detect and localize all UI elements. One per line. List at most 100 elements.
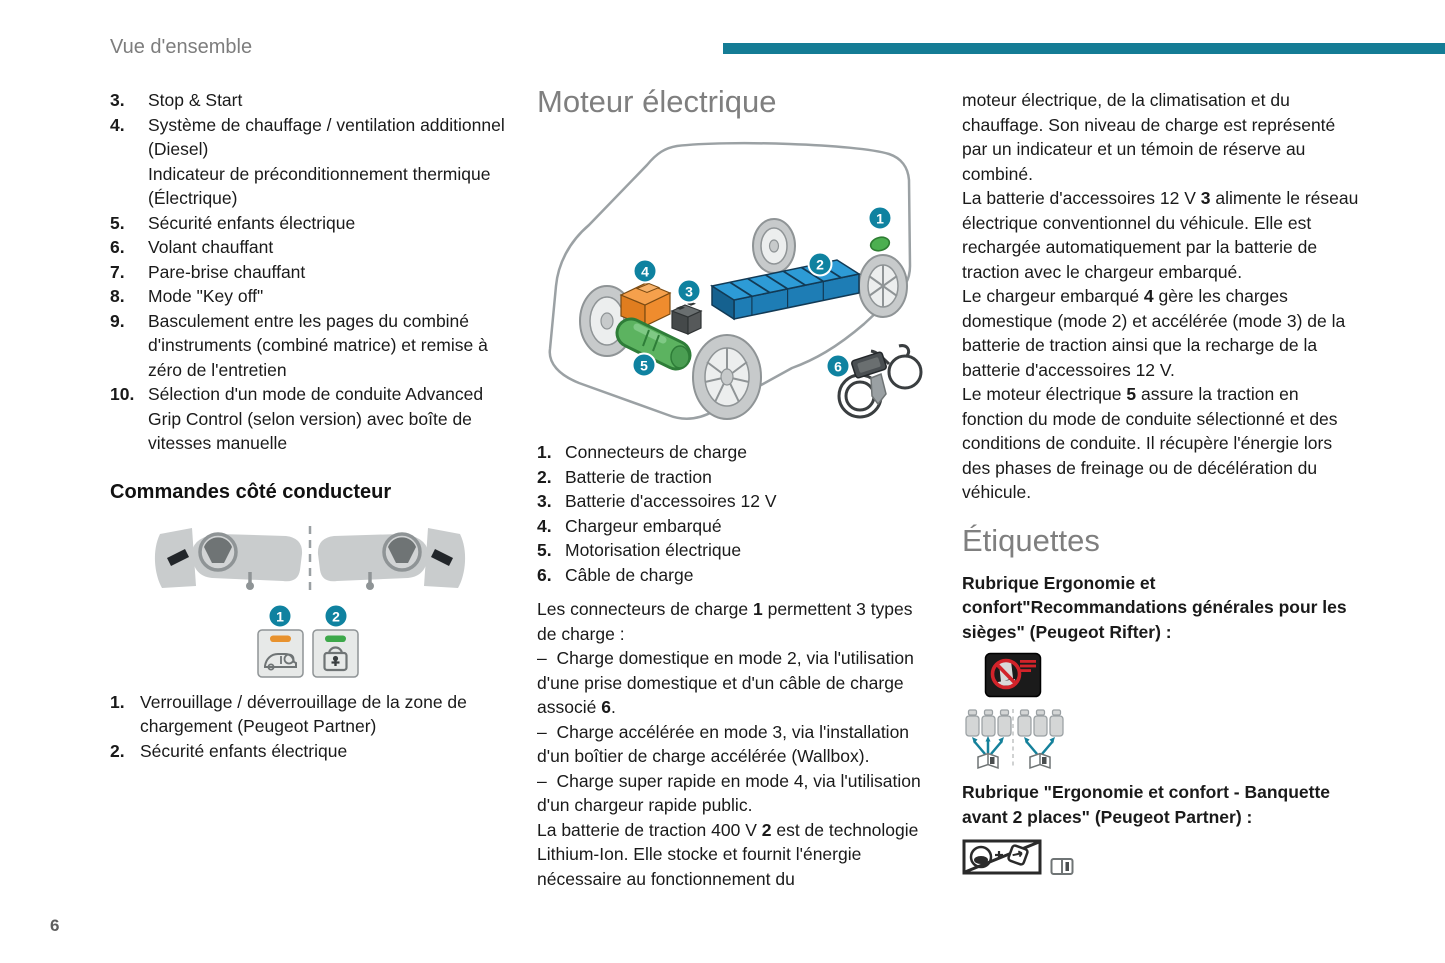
text-run: permettent 3 types de charge : xyxy=(537,599,913,644)
list-number: 4. xyxy=(110,114,125,135)
list-item: 6.Câble de charge xyxy=(537,563,935,588)
list-item: 9. Basculement entre les pages du combiné… xyxy=(110,309,512,383)
text-run: assure la traction en fonction du mode d… xyxy=(962,384,1338,502)
text-run: Les connecteurs de charge xyxy=(537,599,753,619)
list-number: 9. xyxy=(110,310,125,331)
svg-text:3: 3 xyxy=(685,284,693,300)
bench-seat-warning-label-icon xyxy=(962,839,1042,875)
bold-reference: 1 xyxy=(752,599,763,619)
list-number: 2. xyxy=(537,466,552,487)
list-item: 8. Mode "Key off" xyxy=(110,284,512,309)
list-item: 1. Connecteurs de charge xyxy=(537,440,935,465)
right-column: moteur électrique, de la climatisation e… xyxy=(962,88,1364,877)
diagram-badge-4: 4 xyxy=(632,258,658,284)
section-title: Étiquettes xyxy=(962,522,1100,558)
list-item: 1.Verrouillage / déverrouillage de la zo… xyxy=(110,690,512,739)
text-run: alimente le réseau électrique convention… xyxy=(962,188,1359,282)
handbook-icon xyxy=(1029,752,1051,770)
controls-badge-2: 2 xyxy=(323,603,349,628)
list-text: Sélection d'un mode de conduite Advanced… xyxy=(148,384,484,453)
list-text: Volant chauffant xyxy=(148,237,274,257)
paragraph: Les connecteurs de charge 1 permettent 3… xyxy=(537,597,935,646)
list-number: 6. xyxy=(110,237,125,257)
charge-cable-shape xyxy=(837,344,923,419)
svg-text:5: 5 xyxy=(640,358,648,374)
seat-icon xyxy=(1017,709,1064,737)
list-text: Pare-brise chauffant xyxy=(148,261,306,282)
list-text-line: Système de chauffage / ventilation addit… xyxy=(148,114,505,160)
controls-badge-1: 1 xyxy=(267,603,293,628)
list-number: 3. xyxy=(110,90,125,110)
list-item: 3.Batterie d'accessoires 12 V xyxy=(537,489,935,514)
list-text: Connecteurs de charge xyxy=(565,442,747,462)
bold-reference: 4 xyxy=(1143,286,1154,306)
overview-list: 3. Stop & Start 4. Système de chauffage / … xyxy=(110,88,512,456)
diagram-badge-6: 6 xyxy=(825,353,851,379)
svg-text:4: 4 xyxy=(641,264,649,280)
list-number: 10. xyxy=(110,384,135,404)
text-run: Le moteur électrique xyxy=(962,384,1127,404)
list-item: 2.Batterie de traction xyxy=(537,465,935,490)
list-item: 3. Stop & Start xyxy=(110,88,512,113)
accessory-battery-shape xyxy=(670,302,703,335)
electric-motor-shape xyxy=(615,317,692,371)
text-run: La batterie d'accessoires 12 V xyxy=(962,188,1201,208)
right-dashboard xyxy=(317,527,466,590)
header-accent-bar xyxy=(723,43,1445,54)
handbook-icon xyxy=(1050,858,1074,875)
label-caption: Rubrique "Ergonomie et confort - Banquet… xyxy=(962,782,1331,827)
list-number: 2. xyxy=(110,740,125,761)
text-run: – Charge accélérée en mode 3, via l'inst… xyxy=(537,721,910,767)
list-text: Sécurité enfants électrique xyxy=(140,740,348,761)
list-text: Câble de charge xyxy=(565,564,694,585)
list-text: Basculement entre les pages du combiné d… xyxy=(148,310,488,380)
parts-list: 1. Connecteurs de charge 2.Batterie de tr… xyxy=(537,440,935,587)
text-run: est de technologie Lithium-Ion. Elle sto… xyxy=(537,819,919,889)
child-lock-button-icon xyxy=(312,628,359,678)
bench-seat-label-row xyxy=(962,837,1364,877)
list-number: 1. xyxy=(537,442,552,462)
diagram-badge-3: 3 xyxy=(676,278,702,304)
wheel-icon xyxy=(752,218,796,274)
list-number: 7. xyxy=(110,261,125,282)
list-number: 5. xyxy=(110,212,125,233)
paragraph: – Charge super rapide en mode 4, via l'u… xyxy=(537,769,935,818)
text-run: – Charge domestique en mode 2, via l'uti… xyxy=(537,648,914,717)
list-item: 5.Sécurité enfants électrique xyxy=(110,211,512,236)
electric-motor-diagram: 1 2 3 4 5 6 xyxy=(548,141,923,420)
seats-handbook-diagram xyxy=(965,709,1064,770)
left-column: 3. Stop & Start 4. Système de chauffage / … xyxy=(110,88,512,763)
svg-text:2: 2 xyxy=(332,608,340,624)
body-text: moteur électrique, de la climatisation e… xyxy=(962,88,1364,505)
wheel-icon xyxy=(858,254,908,318)
text-run: . xyxy=(610,697,616,717)
text-run: Le chargeur embarqué xyxy=(962,286,1144,306)
section-heading: Commandes côté conducteur xyxy=(110,480,392,503)
paragraph: La batterie de traction 400 V 2 est de t… xyxy=(537,818,935,892)
paragraph: moteur électrique, de la climatisation e… xyxy=(962,88,1364,186)
bold-reference: 6 xyxy=(601,697,611,717)
svg-text:1: 1 xyxy=(276,608,284,624)
list-text: Batterie d'accessoires 12 V xyxy=(565,491,777,511)
list-text: Mode "Key off" xyxy=(148,286,264,306)
list-item: 10. Sélection d'un mode de conduite Advan… xyxy=(110,382,512,456)
page-number: 6 xyxy=(50,916,60,935)
list-text: Motorisation électrique xyxy=(565,540,742,560)
bold-reference: 2 xyxy=(761,819,772,840)
text-run: La batterie de traction 400 V xyxy=(537,819,762,840)
no-child-seat-label-icon xyxy=(984,652,1042,698)
list-text: Système de chauffage / ventilation addit… xyxy=(148,113,512,211)
list-number: 5. xyxy=(537,540,552,560)
list-item: 4.Chargeur embarqué xyxy=(537,514,935,539)
list-number: 8. xyxy=(110,286,125,306)
paragraph: – Charge domestique en mode 2, via l'uti… xyxy=(537,646,935,720)
list-item: 7. Pare-brise chauffant xyxy=(110,260,512,285)
list-text: Verrouillage / déverrouillage de la zone… xyxy=(140,691,467,737)
diagram-badge-2: 2 xyxy=(807,251,833,277)
svg-text:1: 1 xyxy=(876,211,884,227)
paragraph: La batterie d'accessoires 12 V 3 aliment… xyxy=(962,186,1364,284)
driver-controls-illustration: 1 2 xyxy=(154,525,466,678)
list-text: Stop & Start xyxy=(148,90,243,110)
list-number: 4. xyxy=(537,515,552,536)
list-text-line: Indicateur de préconditionnement thermiq… xyxy=(148,163,491,209)
